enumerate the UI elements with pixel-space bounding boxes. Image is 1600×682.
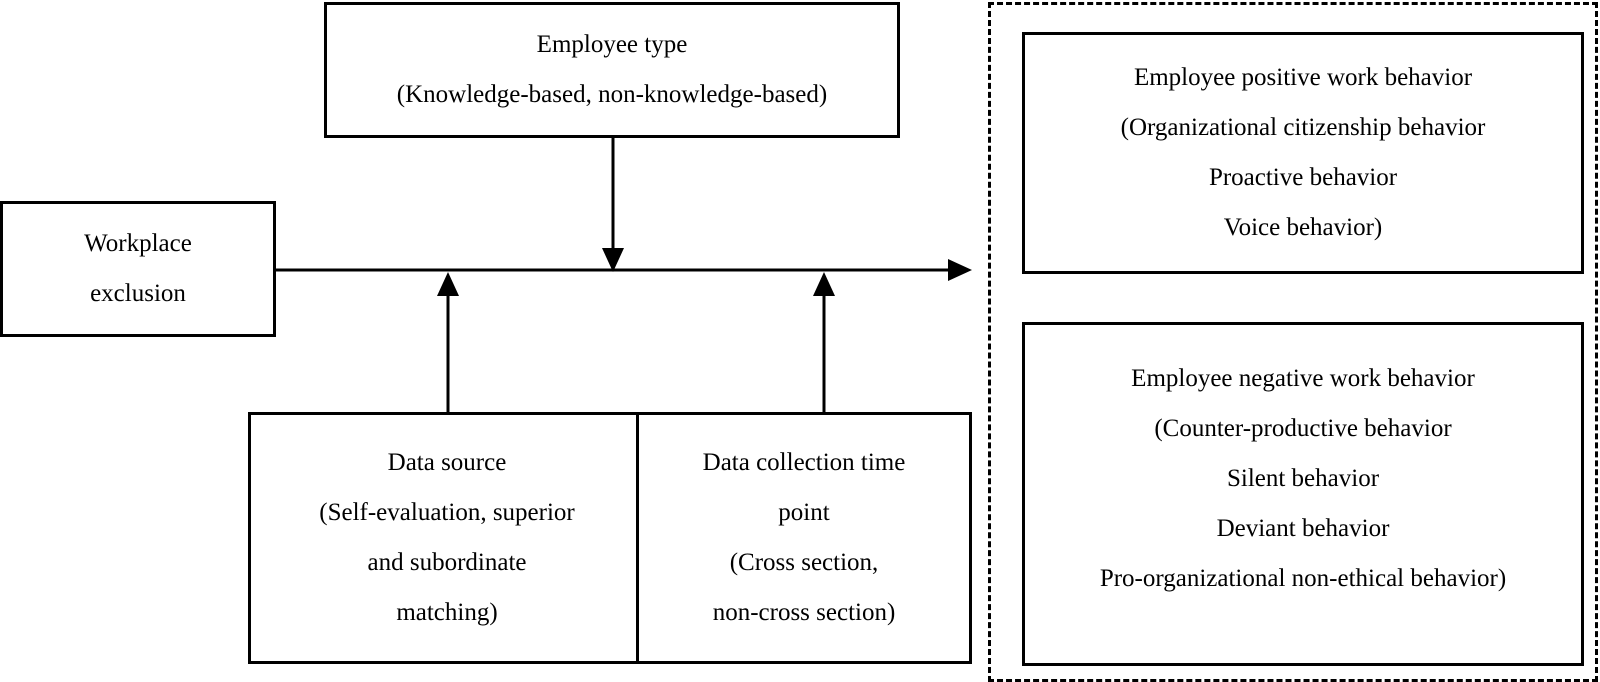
negative-behavior-box: Employee negative work behavior (Counter… <box>1022 322 1584 666</box>
data-collection-arrowhead <box>813 272 835 296</box>
workplace-exclusion-box: Workplace exclusion <box>0 201 276 337</box>
negative-behavior-item2: Silent behavior <box>1226 465 1380 492</box>
employee-type-detail: (Knowledge-based, non-knowledge-based) <box>396 81 828 108</box>
data-collection-line4: non-cross section) <box>712 599 896 626</box>
positive-behavior-box: Employee positive work behavior (Organiz… <box>1022 32 1584 274</box>
workplace-exclusion-line2: exclusion <box>90 280 186 307</box>
employee-type-box: Employee type (Knowledge-based, non-know… <box>324 2 900 138</box>
employee-type-arrowhead <box>602 248 624 272</box>
data-collection-line2: point <box>778 499 830 526</box>
negative-behavior-item4: Pro-organizational non-ethical behavior) <box>1099 565 1507 592</box>
data-collection-line1: Data collection time <box>702 449 906 476</box>
negative-behavior-title: Employee negative work behavior <box>1131 365 1475 392</box>
data-source-line3: and subordinate <box>367 549 527 576</box>
connector-lines <box>270 136 972 412</box>
positive-behavior-item2: Proactive behavior <box>1208 164 1398 191</box>
employee-type-title: Employee type <box>536 31 688 58</box>
data-collection-box: Data collection time point (Cross sectio… <box>636 412 972 664</box>
data-source-arrowhead <box>437 272 459 296</box>
data-source-line2: (Self-evaluation, superior <box>319 499 575 526</box>
data-source-line4: matching) <box>396 599 498 626</box>
main-arrowhead <box>948 259 972 281</box>
negative-behavior-item3: Deviant behavior <box>1216 515 1390 542</box>
negative-behavior-item1: (Counter-productive behavior <box>1154 415 1452 442</box>
data-source-line1: Data source <box>387 449 507 476</box>
workplace-exclusion-line1: Workplace <box>84 230 192 257</box>
data-source-box: Data source (Self-evaluation, superior a… <box>248 412 646 664</box>
positive-behavior-item3: Voice behavior) <box>1223 214 1383 241</box>
data-collection-line3: (Cross section, <box>729 549 879 576</box>
positive-behavior-item1: (Organizational citizenship behavior <box>1120 114 1486 141</box>
positive-behavior-title: Employee positive work behavior <box>1133 64 1473 91</box>
